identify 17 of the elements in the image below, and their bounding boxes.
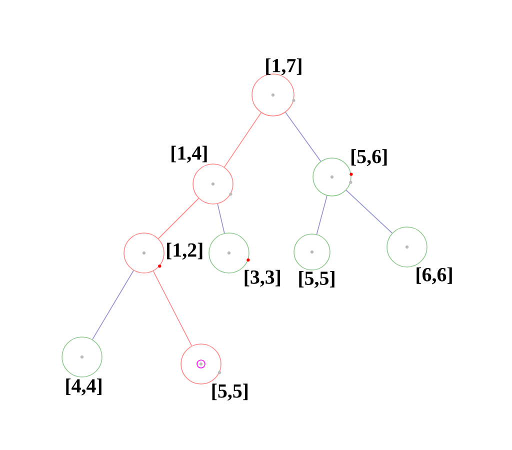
tree-edge — [217, 203, 225, 234]
tree-edge — [158, 198, 199, 239]
tree-edge — [316, 195, 328, 235]
node-label: [5,5] — [212, 384, 248, 401]
node-label: [6,6] — [416, 267, 452, 284]
tree-edge — [152, 270, 192, 346]
node-label: [1,4] — [172, 146, 207, 163]
tree-edge — [346, 190, 392, 234]
node-label: [1,2] — [167, 242, 202, 260]
node-label: [3,3] — [244, 270, 280, 287]
node-label: [5,5] — [299, 270, 334, 288]
node-label: [4,4] — [66, 378, 102, 396]
node-label: [1,7] — [266, 58, 302, 76]
tree-edge — [224, 112, 262, 168]
tree-edge — [92, 270, 134, 340]
tree-edge — [285, 112, 322, 162]
node-label: [5,6] — [352, 149, 387, 166]
